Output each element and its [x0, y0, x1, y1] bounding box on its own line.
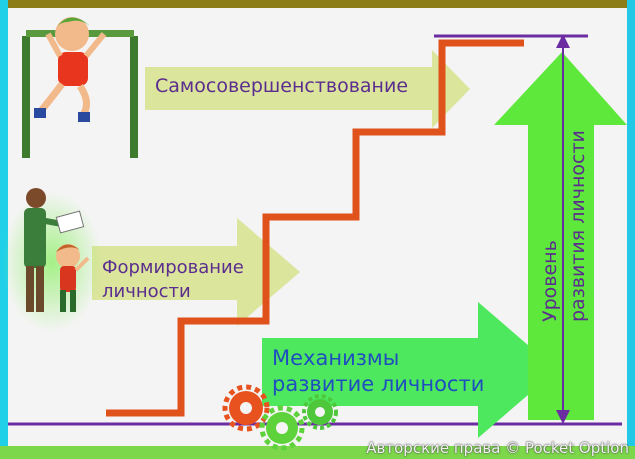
left-bar: [0, 0, 8, 459]
axis-label-line2: развития личности: [567, 130, 589, 322]
arrow-personality-formation: [92, 218, 300, 326]
right-bar: [627, 0, 635, 459]
level-axis-arrowhead-bottom: [556, 410, 570, 424]
level-axis-arrowhead-top: [556, 34, 570, 48]
copyright-watermark: Авторские права © Pocket Option: [366, 439, 629, 457]
stage-label-personality-formation-line1: Формирование: [102, 257, 244, 278]
boy-pullup-illustration: [22, 17, 138, 158]
top-bar: [0, 0, 635, 8]
stage-label-self-improvement: Самосовершенствование: [155, 75, 409, 97]
arrow-self-improvement: [145, 50, 470, 128]
level-arrow: [494, 52, 627, 420]
bottom-bar: [0, 446, 635, 459]
gears-illustration: [222, 384, 338, 451]
stage-label-personality-formation-line2: личности: [102, 281, 191, 302]
stage-label-mechanisms-line1: Механизмы: [272, 346, 400, 370]
axis-label-line1: Уровень: [539, 240, 561, 322]
stage-label-mechanisms-line2: развитие личности: [272, 372, 485, 396]
man-and-boy-illustration: [2, 188, 102, 332]
staircase: [106, 39, 524, 417]
